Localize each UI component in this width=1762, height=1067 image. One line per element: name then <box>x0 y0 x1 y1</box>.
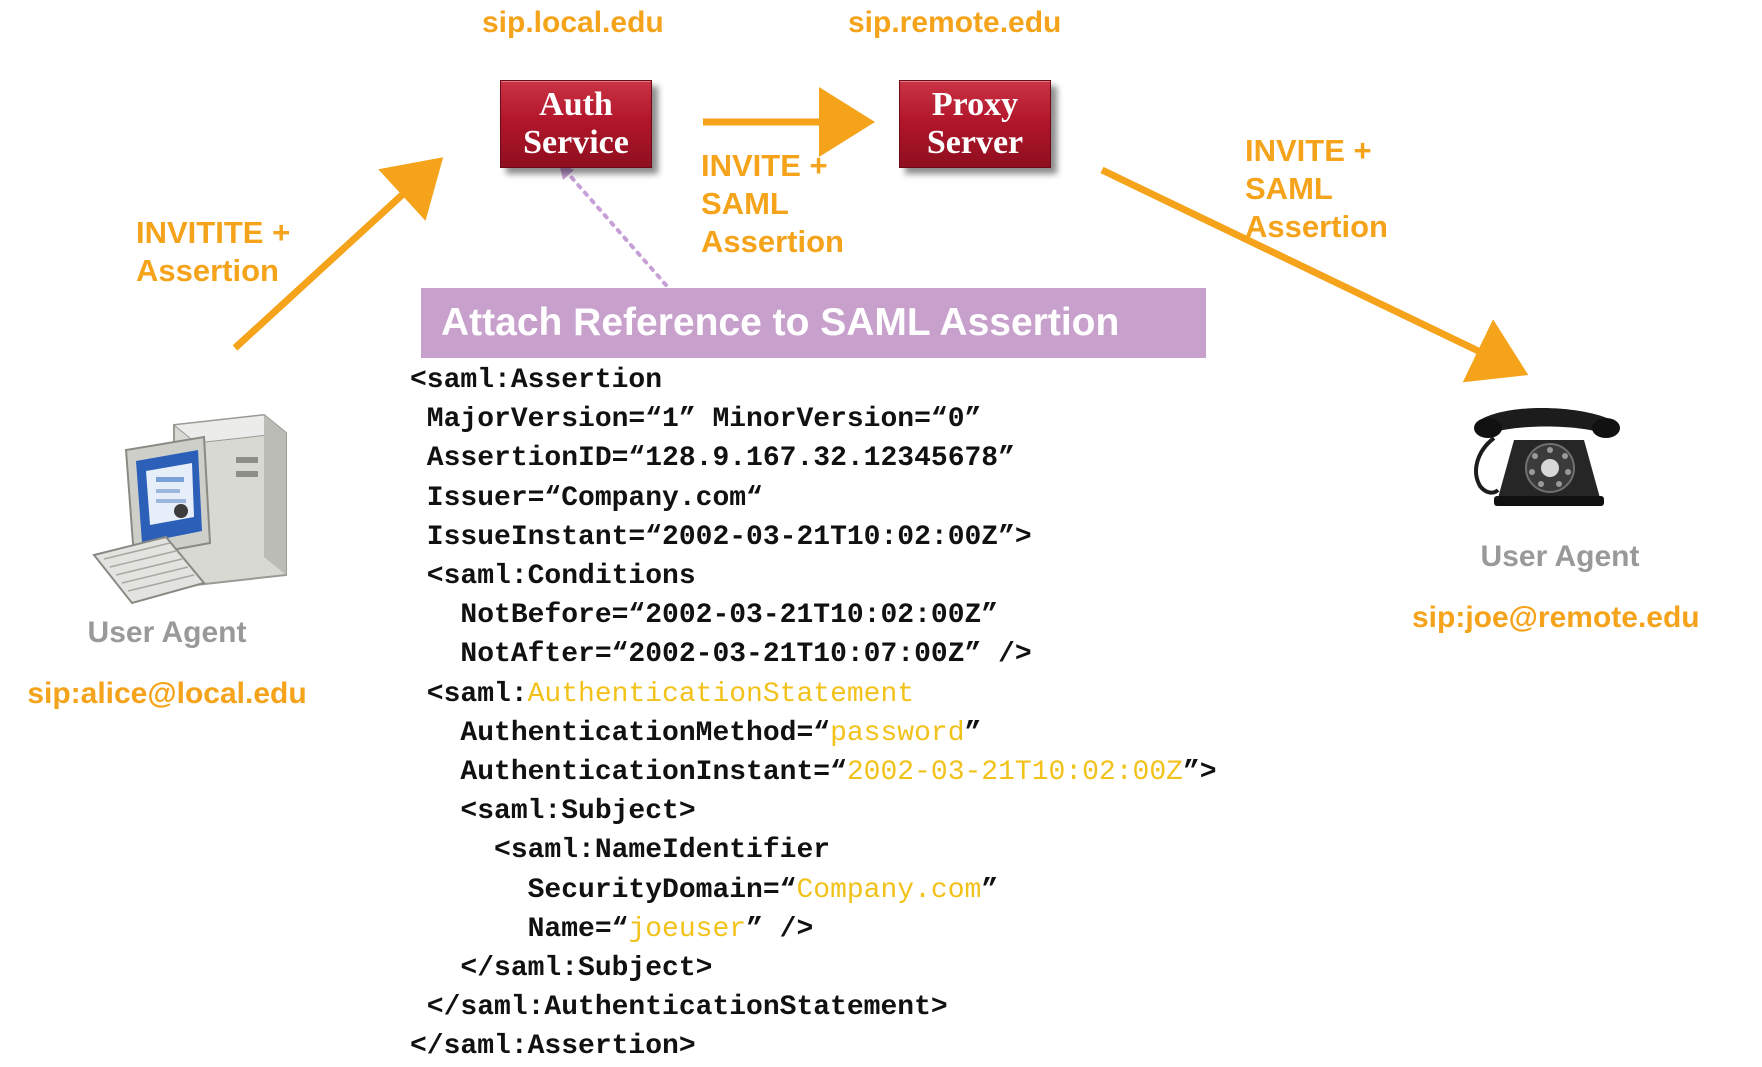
edge-label-auth-to-proxy-line3: Assertion <box>701 224 844 259</box>
code-line: <saml:NameIdentifier <box>410 835 831 867</box>
edge-label-proxy-to-ua-line2: SAML <box>1245 171 1333 206</box>
code-line-part: AuthenticationInstant=“ <box>410 757 847 789</box>
auth-service-node: Auth Service <box>500 80 652 168</box>
code-line: </saml:Assertion> <box>410 1031 696 1063</box>
code-line-part: ” <box>981 874 999 906</box>
telephone-icon <box>1474 408 1620 506</box>
right-user-agent-address: sip:joe@remote.edu <box>1412 601 1700 634</box>
code-line-part: <saml: <box>410 678 528 710</box>
code-line: MajorVersion=“1” MinorVersion=“0” <box>410 404 982 436</box>
edge-label-ua-to-auth-line1: INVITITE + <box>136 215 291 250</box>
code-line-part: ” <box>964 717 982 749</box>
attach-reference-banner: Attach Reference to SAML Assertion <box>421 288 1206 358</box>
arrow-ua-to-auth <box>232 157 444 351</box>
saml-assertion-code: <saml:Assertion MajorVersion=“1” MinorVe… <box>410 361 1217 1067</box>
domain-label-remote: sip.remote.edu <box>848 6 1062 39</box>
code-line: NotBefore=“2002-03-21T10:02:00Z” <box>410 600 999 632</box>
edge-label-ua-to-auth: INVITITE + Assertion <box>136 214 290 290</box>
code-line-part: AuthenticationMethod=“ <box>410 717 831 749</box>
proxy-server-node: Proxy Server <box>899 80 1051 168</box>
code-line: </saml:Subject> <box>410 953 713 985</box>
edge-label-proxy-to-ua-line1: INVITE + <box>1245 133 1372 168</box>
code-highlight: AuthenticationStatement <box>527 678 915 710</box>
code-highlight: Company.com <box>796 874 982 906</box>
code-line: <saml:Subject> <box>410 796 696 828</box>
code-line-part: ”> <box>1182 757 1217 789</box>
code-highlight: password <box>830 717 965 749</box>
code-line: NotAfter=“2002-03-21T10:07:00Z” /> <box>410 639 1032 671</box>
auth-service-line1: Auth <box>539 86 613 123</box>
proxy-server-line2: Server <box>926 124 1024 161</box>
code-line-part: ” /> <box>746 913 814 945</box>
left-user-agent-address: sip:alice@local.edu <box>27 677 307 710</box>
code-line: Issuer=“Company.com“ <box>410 482 763 514</box>
code-line: </saml:AuthenticationStatement> <box>410 992 948 1024</box>
dotted-reference-line <box>563 168 668 287</box>
edge-label-auth-to-proxy-line2: SAML <box>701 186 789 221</box>
auth-service-line2: Service <box>523 124 629 161</box>
edge-label-auth-to-proxy: INVITE + SAML Assertion <box>701 147 844 261</box>
left-user-agent-label: User Agent <box>87 616 247 649</box>
edge-label-proxy-to-ua-line3: Assertion <box>1245 209 1388 244</box>
proxy-server-line1: Proxy <box>931 86 1019 123</box>
edge-label-proxy-to-ua: INVITE + SAML Assertion <box>1245 132 1388 246</box>
edge-label-auth-to-proxy-line1: INVITE + <box>701 148 828 183</box>
code-line-part: Name=“ <box>410 913 629 945</box>
right-user-agent-label: User Agent <box>1480 540 1640 573</box>
desktop-computer-icon <box>92 413 288 605</box>
code-line: IssueInstant=“2002-03-21T10:02:00Z”> <box>410 521 1032 553</box>
banner-text: Attach Reference to SAML Assertion <box>441 301 1120 344</box>
arrow-proxy-to-ua <box>1100 166 1529 383</box>
code-highlight: joeuser <box>628 913 747 945</box>
code-line: AssertionID=“128.9.167.32.12345678” <box>410 443 1015 475</box>
domain-label-local: sip.local.edu <box>482 6 664 39</box>
code-highlight: 2002-03-21T10:02:00Z <box>846 757 1183 789</box>
code-line-part: SecurityDomain=“ <box>410 874 797 906</box>
code-line: <saml:Conditions <box>410 561 696 593</box>
code-line: <saml:Assertion <box>410 365 663 396</box>
edge-label-ua-to-auth-line2: Assertion <box>136 253 279 288</box>
